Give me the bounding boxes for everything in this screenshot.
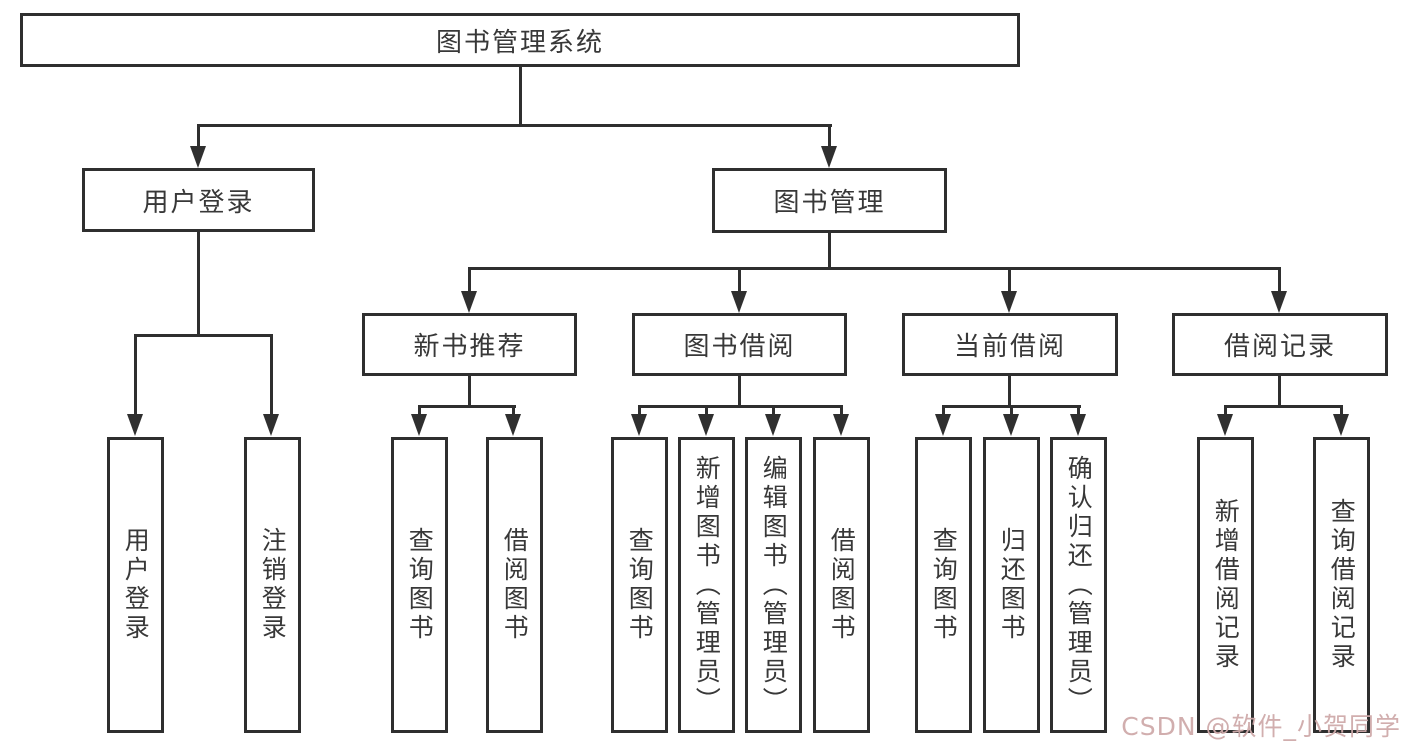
leaf-query-books-borrowing: 查询图书 <box>611 437 668 733</box>
leaf-confirm-return-admin-label: 确认归还（管理员） <box>1064 454 1094 716</box>
arrow-down-icon <box>127 414 143 436</box>
node-new-book-recommend: 新书推荐 <box>362 313 577 376</box>
arrow-down-icon <box>190 146 206 168</box>
arrow-down-icon <box>411 414 427 436</box>
leaf-query-borrow-record: 查询借阅记录 <box>1313 437 1370 733</box>
arrow-down-icon <box>935 414 951 436</box>
leaf-query-books-recommend-label: 查询图书 <box>405 527 435 643</box>
connector-book-mgmt-drop <box>738 267 741 293</box>
connector-root-drop-left <box>197 124 200 148</box>
arrow-down-icon <box>833 414 849 436</box>
arrow-down-icon <box>631 414 647 436</box>
connector-current-borrow-drop <box>1010 405 1013 417</box>
connector-borrow-records-stem <box>1278 375 1281 408</box>
arrow-down-icon <box>1217 414 1233 436</box>
leaf-query-books-current: 查询图书 <box>915 437 972 733</box>
leaf-return-books: 归还图书 <box>983 437 1040 733</box>
leaf-user-login-label: 用户登录 <box>121 527 151 643</box>
csdn-watermark: CSDN @软件_小贺同学 <box>1121 712 1401 741</box>
connector-current-borrow-stem <box>1008 375 1011 408</box>
connector-new-book-drop <box>512 405 515 417</box>
node-user-login-label: 用户登录 <box>142 187 255 218</box>
leaf-query-borrow-record-label: 查询借阅记录 <box>1327 498 1357 672</box>
leaf-confirm-return-admin: 确认归还（管理员） <box>1050 437 1107 733</box>
connector-borrow-records-drop <box>1224 405 1227 417</box>
node-root: 图书管理系统 <box>20 13 1020 67</box>
connector-borrow-records-rail <box>1224 405 1343 408</box>
leaf-borrow-books: 借阅图书 <box>813 437 870 733</box>
connector-user-login-drop <box>134 334 137 417</box>
arrow-down-icon <box>731 291 747 313</box>
node-book-borrowing-label: 图书借阅 <box>683 332 796 362</box>
connector-root-rail <box>197 124 832 127</box>
connector-book-borrow-drop <box>840 405 843 417</box>
connector-book-mgmt-drop <box>1008 267 1011 293</box>
arrow-down-icon <box>698 414 714 436</box>
arrow-down-icon <box>1003 414 1019 436</box>
leaf-logout-login: 注销登录 <box>244 437 301 733</box>
connector-new-book-drop <box>418 405 421 417</box>
connector-root-stem <box>519 66 522 126</box>
leaf-edit-books-admin-label: 编辑图书（管理员） <box>759 454 789 716</box>
connector-book-mgmt-rail <box>468 267 1281 270</box>
leaf-add-books-admin: 新增图书（管理员） <box>678 437 735 733</box>
node-root-label: 图书管理系统 <box>435 27 604 58</box>
arrow-down-icon <box>765 414 781 436</box>
node-current-borrowing-label: 当前借阅 <box>953 332 1066 362</box>
connector-book-borrow-stem <box>738 375 741 408</box>
connector-book-mgmt-drop <box>1278 267 1281 293</box>
connector-book-mgmt-drop <box>468 267 471 293</box>
leaf-edit-books-admin: 编辑图书（管理员） <box>745 437 802 733</box>
connector-book-borrow-drop <box>638 405 641 417</box>
arrow-down-icon <box>505 414 521 436</box>
arrow-down-icon <box>1001 291 1017 313</box>
connector-current-borrow-drop <box>1077 405 1080 417</box>
leaf-add-books-admin-label: 新增图书（管理员） <box>692 454 722 716</box>
leaf-logout-login-label: 注销登录 <box>258 527 288 643</box>
connector-book-borrow-rail <box>638 405 843 408</box>
connector-user-login-stem <box>197 231 200 337</box>
node-book-management: 图书管理 <box>712 168 947 233</box>
node-book-management-label: 图书管理 <box>773 188 886 218</box>
arrow-down-icon <box>461 291 477 313</box>
leaf-borrow-books-recommend: 借阅图书 <box>486 437 543 733</box>
leaf-query-books-recommend: 查询图书 <box>391 437 448 733</box>
node-new-book-recommend-label: 新书推荐 <box>413 332 526 362</box>
connector-user-login-rail <box>134 334 273 337</box>
leaf-add-borrow-record: 新增借阅记录 <box>1197 437 1254 733</box>
connector-new-book-rail <box>418 405 516 408</box>
arrow-down-icon <box>821 146 837 168</box>
leaf-add-borrow-record-label: 新增借阅记录 <box>1211 498 1241 672</box>
leaf-borrow-books-label: 借阅图书 <box>827 527 857 643</box>
arrow-down-icon <box>263 414 279 436</box>
node-borrow-records-label: 借阅记录 <box>1223 332 1336 362</box>
arrow-down-icon <box>1333 414 1349 436</box>
leaf-borrow-books-recommend-label: 借阅图书 <box>500 527 530 643</box>
leaf-return-books-label: 归还图书 <box>997 527 1027 643</box>
leaf-user-login: 用户登录 <box>107 437 164 733</box>
connector-book-mgmt-stem <box>828 232 831 270</box>
node-borrow-records: 借阅记录 <box>1172 313 1388 376</box>
leaf-query-books-current-label: 查询图书 <box>929 527 959 643</box>
leaf-query-books-borrowing-label: 查询图书 <box>625 527 655 643</box>
connector-new-book-stem <box>468 375 471 408</box>
node-book-borrowing: 图书借阅 <box>632 313 847 376</box>
arrow-down-icon <box>1070 414 1086 436</box>
connector-borrow-records-drop <box>1340 405 1343 417</box>
arrow-down-icon <box>1271 291 1287 313</box>
connector-book-borrow-drop <box>705 405 708 417</box>
connector-book-borrow-drop <box>772 405 775 417</box>
node-user-login: 用户登录 <box>82 168 315 232</box>
node-current-borrowing: 当前借阅 <box>902 313 1118 376</box>
connector-root-drop-right <box>828 124 831 148</box>
connector-current-borrow-drop <box>942 405 945 417</box>
connector-user-login-drop <box>270 334 273 417</box>
